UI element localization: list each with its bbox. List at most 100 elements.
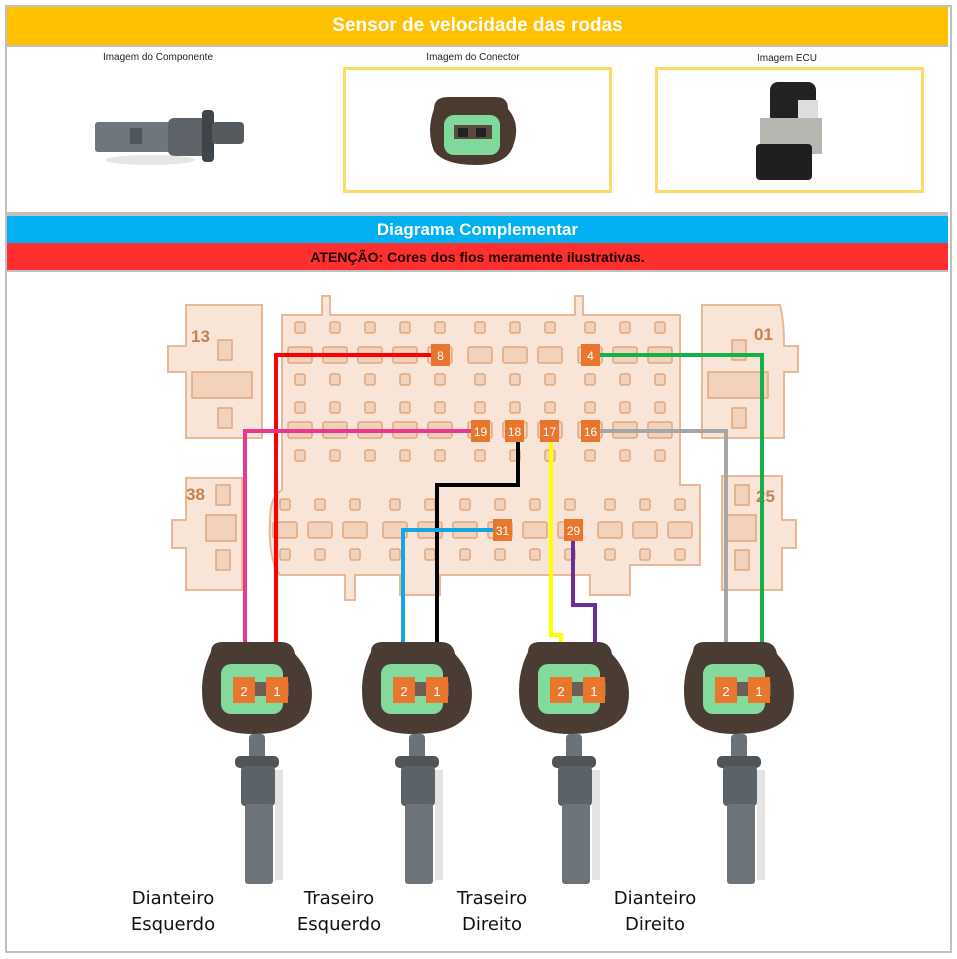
pin-cavity bbox=[314, 498, 326, 511]
pin-cavity bbox=[619, 401, 631, 414]
sensor-pin-number: 1 bbox=[590, 684, 597, 699]
ecu-pin-badge-31 bbox=[493, 519, 512, 541]
pin-cavity bbox=[654, 373, 666, 386]
pin-slot bbox=[537, 346, 563, 364]
pin-cavity bbox=[459, 548, 471, 561]
pin-cavity bbox=[604, 548, 616, 561]
diagram-title: Diagrama Complementar bbox=[7, 214, 948, 243]
pin-cavity bbox=[279, 498, 291, 511]
sensor-label-line1: Traseiro bbox=[303, 888, 375, 909]
connector-image bbox=[430, 97, 517, 165]
pin-cavity bbox=[474, 321, 486, 334]
pin-cavity bbox=[349, 548, 361, 561]
pin-slot bbox=[667, 521, 693, 539]
pin-slot bbox=[342, 521, 368, 539]
connector-image-box bbox=[343, 67, 612, 193]
pin-cavity bbox=[364, 449, 376, 462]
ecu-pin-number: 4 bbox=[587, 349, 594, 363]
pin-slot bbox=[597, 521, 623, 539]
wire-pin19 bbox=[243, 429, 480, 690]
ecu-pin-number: 17 bbox=[543, 425, 557, 439]
pin-cavity bbox=[424, 498, 436, 511]
pin-cavity bbox=[294, 449, 306, 462]
ecu-pin-badge-17 bbox=[540, 420, 559, 442]
pin-cavity bbox=[329, 373, 341, 386]
sensor-pin-badge bbox=[393, 677, 415, 703]
pin-cavity bbox=[584, 321, 596, 334]
pin-cavity bbox=[604, 498, 616, 511]
pin-cavity bbox=[389, 548, 401, 561]
pin-cavity bbox=[654, 449, 666, 462]
pin-cavity bbox=[399, 401, 411, 414]
ecu-corner-label-01: 01 bbox=[754, 325, 773, 344]
pin-slot bbox=[272, 521, 298, 539]
sensor-pin-badge bbox=[426, 677, 448, 703]
pin-cavity bbox=[474, 373, 486, 386]
pin-cavity bbox=[349, 498, 361, 511]
pin-slot bbox=[467, 346, 493, 364]
pin-cavity bbox=[619, 373, 631, 386]
ecu-pin-badge-8 bbox=[431, 344, 450, 366]
wire-pin31 bbox=[401, 528, 502, 690]
sensor-pin-badge bbox=[583, 677, 605, 703]
ecu-image-box bbox=[655, 67, 924, 193]
ecu-pin-number: 16 bbox=[584, 425, 598, 439]
ecu-corner-label-25: 25 bbox=[756, 487, 775, 506]
ecu-corner-label-13: 13 bbox=[191, 327, 210, 346]
ecu-pin-badge-4 bbox=[581, 344, 600, 366]
wheel-speed-sensor-icon bbox=[395, 734, 443, 884]
pin-cavity bbox=[424, 548, 436, 561]
pin-cavity bbox=[639, 498, 651, 511]
ecu-pin-badge-16 bbox=[581, 420, 600, 442]
pin-cavity bbox=[389, 498, 401, 511]
sensor-pin-number: 1 bbox=[755, 684, 762, 699]
pin-cavity bbox=[619, 321, 631, 334]
sensor-label-line1: Traseiro bbox=[456, 888, 528, 909]
sensor-pin-badge bbox=[550, 677, 572, 703]
wire-pin16 bbox=[590, 429, 728, 690]
pin-cavity bbox=[459, 498, 471, 511]
page-title: Sensor de velocidade das rodas bbox=[7, 7, 948, 45]
ecu-pin-number: 8 bbox=[437, 349, 444, 363]
divider bbox=[7, 45, 948, 47]
pin-cavity bbox=[674, 498, 686, 511]
pin-cavity bbox=[294, 401, 306, 414]
pin-cavity bbox=[329, 321, 341, 334]
sensor-pin-number: 1 bbox=[273, 684, 280, 699]
pin-cavity bbox=[619, 449, 631, 462]
sensor-pin-badge bbox=[748, 677, 770, 703]
ecu-pin-badge-19 bbox=[471, 420, 490, 442]
pin-slot bbox=[522, 521, 548, 539]
component-image bbox=[95, 110, 244, 165]
pin-slot bbox=[502, 346, 528, 364]
pin-slot bbox=[632, 521, 658, 539]
wire-color-warning: ATENÇÃO: Cores dos fios meramente ilustr… bbox=[7, 243, 948, 272]
sensor-pin-number: 2 bbox=[722, 684, 729, 699]
sensor-label-line2: Direito bbox=[624, 914, 685, 935]
pin-cavity bbox=[544, 401, 556, 414]
pin-cavity bbox=[399, 449, 411, 462]
pin-cavity bbox=[329, 449, 341, 462]
pin-cavity bbox=[434, 321, 446, 334]
pin-cavity bbox=[509, 373, 521, 386]
sensor-pin-number: 2 bbox=[557, 684, 564, 699]
pin-cavity bbox=[509, 401, 521, 414]
wire-pin8 bbox=[274, 353, 440, 690]
ecu-image bbox=[756, 82, 822, 180]
pin-cavity bbox=[434, 449, 446, 462]
pin-cavity bbox=[494, 548, 506, 561]
wire-pin4 bbox=[590, 353, 764, 690]
pin-cavity bbox=[544, 321, 556, 334]
ecu-connector bbox=[167, 295, 799, 601]
sensor-pin-number: 1 bbox=[433, 684, 440, 699]
divider bbox=[7, 212, 948, 214]
ecu-corner-label-38: 38 bbox=[186, 485, 205, 504]
pin-cavity bbox=[654, 401, 666, 414]
sensor-label-line2: Esquerdo bbox=[296, 914, 382, 935]
pin-cavity bbox=[399, 373, 411, 386]
pin-cavity bbox=[584, 373, 596, 386]
pin-cavity bbox=[674, 548, 686, 561]
